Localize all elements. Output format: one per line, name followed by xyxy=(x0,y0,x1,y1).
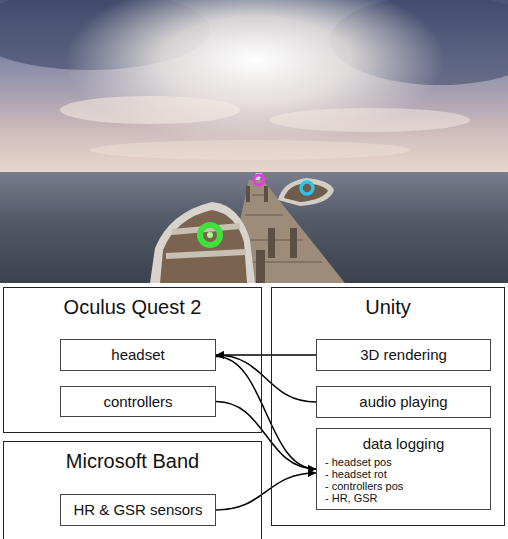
box-label: headset xyxy=(61,346,215,364)
device-group: Oculus Quest 2 headset controllers xyxy=(3,287,262,433)
group-title: Microsoft Band xyxy=(4,442,261,473)
left-boat-rim xyxy=(150,202,255,283)
boat-seats xyxy=(166,226,246,256)
box-label: 3D rendering xyxy=(317,346,490,364)
cloud-streak xyxy=(270,108,470,132)
list-item: - headset rot xyxy=(317,468,490,480)
vr-screenshot xyxy=(0,0,508,283)
dock-post xyxy=(246,186,250,202)
cyan-ring xyxy=(301,182,313,194)
group-title: Unity xyxy=(272,288,504,319)
cloud-streak xyxy=(60,96,240,124)
arrow-connector xyxy=(216,355,316,402)
dock-post xyxy=(256,250,265,283)
sea xyxy=(0,172,508,283)
dock-post xyxy=(268,228,275,258)
right-boat xyxy=(284,183,328,202)
list-item: - HR, GSR xyxy=(317,492,490,504)
box-label: controllers xyxy=(61,393,215,411)
left-boat xyxy=(160,210,247,283)
cloud-streak xyxy=(90,140,410,160)
list-item: - controllers pos xyxy=(317,480,490,492)
arrow-connector xyxy=(216,402,316,470)
green-ring-center xyxy=(207,232,213,238)
software-group: Unity 3D rendering audio playing data loggi… xyxy=(271,287,505,526)
process-box: controllers xyxy=(60,386,216,417)
dock-post xyxy=(264,186,268,202)
box-label: HR & GSR sensors xyxy=(61,501,215,519)
dock-post xyxy=(290,228,297,258)
right-boat-rim xyxy=(278,178,334,206)
device-group: Microsoft Band HR & GSR sensors xyxy=(3,441,262,539)
list-item: - headset pos xyxy=(317,456,490,468)
arrow-connector xyxy=(216,357,316,469)
process-box: data logging- headset pos- headset rot- … xyxy=(316,428,491,510)
process-box: headset xyxy=(60,339,216,371)
group-title: Oculus Quest 2 xyxy=(4,288,261,319)
box-label: data logging xyxy=(317,435,490,453)
box-label: audio playing xyxy=(317,393,490,411)
process-box: HR & GSR sensors xyxy=(60,494,216,526)
arrow-connector xyxy=(216,473,316,510)
arrow-connector xyxy=(216,354,316,356)
green-ring xyxy=(200,225,220,245)
process-box: audio playing xyxy=(316,386,491,418)
magenta-ring xyxy=(254,175,264,185)
process-box: 3D rendering xyxy=(316,339,491,371)
